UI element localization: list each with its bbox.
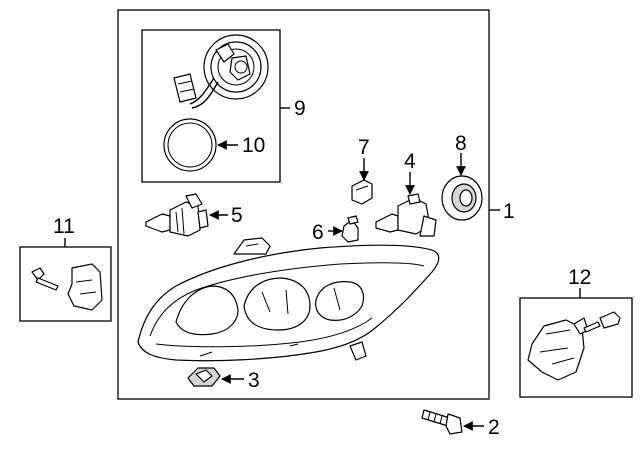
callout-2: 2 <box>488 416 500 439</box>
seal-ring-10[interactable] <box>163 118 217 172</box>
callout-5: 5 <box>231 204 243 227</box>
socket-harness-inset-frame <box>141 29 281 183</box>
bolt-2[interactable] <box>421 409 463 435</box>
callout-1: 1 <box>503 200 515 223</box>
headlamp-housing-1[interactable] <box>137 237 440 362</box>
socket-7[interactable] <box>351 179 373 205</box>
callout-3: 3 <box>248 369 260 392</box>
callout-8: 8 <box>455 132 467 155</box>
callout-10: 10 <box>242 134 265 157</box>
grommet-8[interactable] <box>441 175 483 221</box>
bracket-kit-12-frame <box>519 297 633 398</box>
callout-12: 12 <box>568 266 591 289</box>
bulb-5[interactable] <box>145 193 209 237</box>
callout-4: 4 <box>404 150 416 173</box>
assembly-frame <box>117 9 490 400</box>
clip-3[interactable] <box>187 367 221 387</box>
callout-6: 6 <box>312 221 324 244</box>
bracket-kit-12[interactable] <box>527 311 621 381</box>
callout-11: 11 <box>53 215 75 238</box>
bulb-6[interactable] <box>341 215 359 243</box>
socket-harness-9[interactable] <box>173 34 269 109</box>
callout-9: 9 <box>294 97 306 120</box>
callout-7: 7 <box>358 136 370 159</box>
bracket-kit-11[interactable] <box>31 263 103 311</box>
bulb-4[interactable] <box>375 193 437 237</box>
